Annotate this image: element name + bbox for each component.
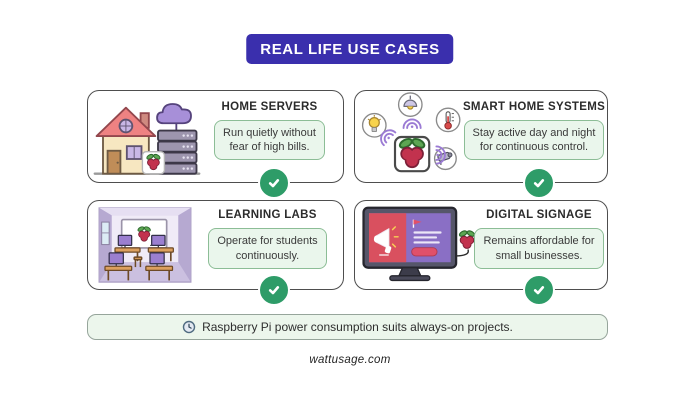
check-icon	[258, 167, 291, 199]
summary-text: Raspberry Pi power consumption suits alw…	[202, 320, 513, 334]
use-case-card-digital-signage: DIGITAL SIGNAGE Remains affordable for s…	[354, 200, 608, 306]
smart-home-devices-illustration	[359, 91, 467, 180]
check-icon	[258, 274, 291, 306]
card-description: Remains affordable for small businesses.	[474, 228, 604, 269]
card-description: Stay active day and night for continuous…	[463, 119, 605, 161]
site-credit: wattusage.com	[309, 354, 391, 366]
lightbulb-icon	[361, 112, 387, 138]
tv-signage-illustration	[359, 203, 477, 287]
summary-banner: Raspberry Pi power consumption suits alw…	[87, 314, 608, 340]
page-title: REAL LIFE USE CASES	[246, 34, 454, 64]
use-case-grid: HOME SERVERS Run quietly without fear of…	[87, 90, 608, 306]
card-description: Run quietly without fear of high bills.	[214, 119, 325, 161]
cable	[456, 249, 469, 257]
thermometer-icon	[435, 107, 461, 132]
classroom-illustration	[92, 203, 198, 287]
use-case-card-home-servers: HOME SERVERS Run quietly without fear of…	[87, 90, 344, 199]
desk-with-computer-icon	[147, 234, 174, 262]
card-title: HOME SERVERS	[221, 100, 318, 113]
check-icon	[522, 167, 555, 199]
clock-icon	[182, 320, 196, 334]
desk-with-computer-icon	[104, 252, 133, 281]
megaphone-icon	[373, 226, 399, 256]
signage-content	[411, 219, 442, 257]
chair-icon	[133, 256, 143, 268]
cloud-icon	[156, 102, 192, 124]
card-title: LEARNING LABS	[218, 209, 317, 222]
desk-with-computer-icon	[145, 252, 174, 281]
server-rack-icon	[157, 129, 198, 175]
tv-stand	[389, 267, 431, 282]
check-icon	[522, 274, 555, 306]
house-cloud-server-illustration	[92, 93, 202, 180]
card-title: SMART HOME SYSTEMS	[462, 100, 606, 113]
smart-lamp-icon	[397, 91, 423, 117]
use-case-card-smart-home-systems: SMART HOME SYSTEMS Stay active day and n…	[354, 90, 608, 199]
card-description: Operate for students continuously.	[208, 228, 327, 269]
card-title: DIGITAL SIGNAGE	[486, 209, 592, 222]
use-case-card-learning-labs: LEARNING LABS Operate for students conti…	[87, 200, 344, 306]
